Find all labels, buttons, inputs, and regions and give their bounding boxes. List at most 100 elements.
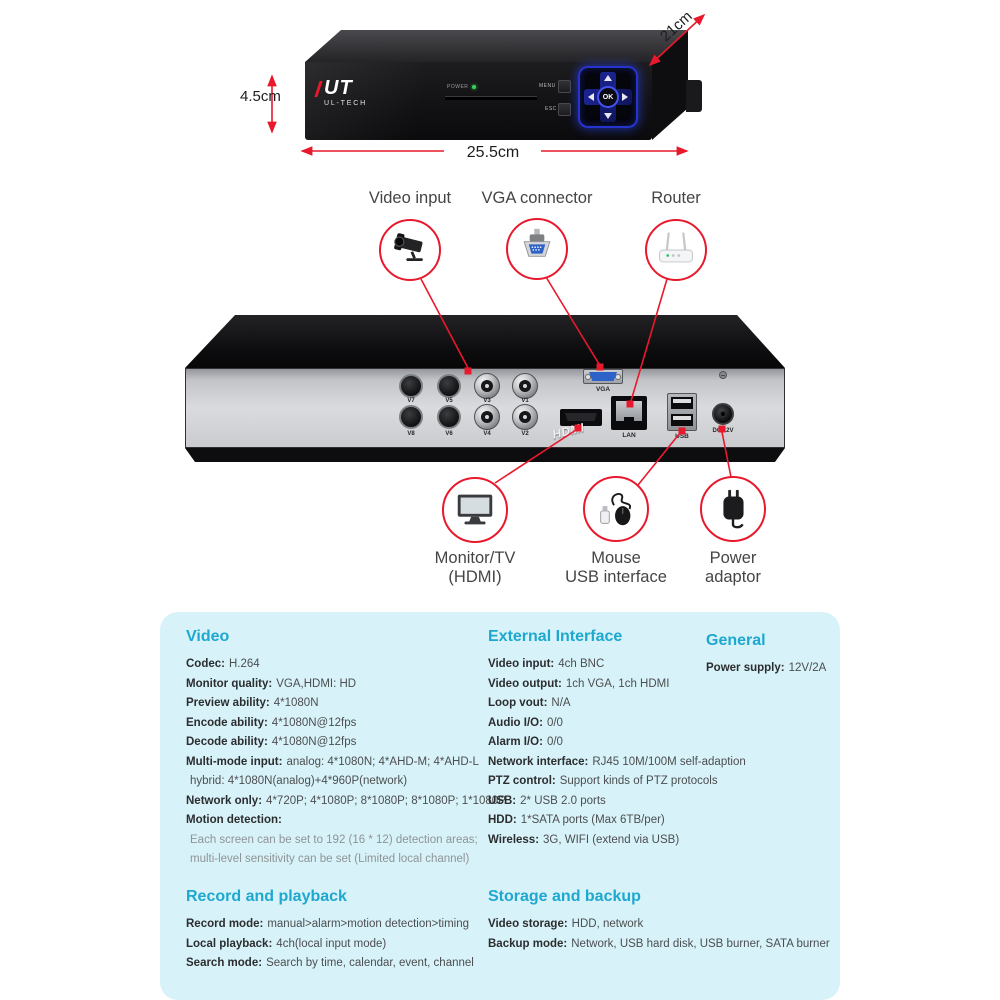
usb-slot — [671, 414, 693, 426]
spec-row: Video output:1ch VGA, 1ch HDMI — [488, 675, 788, 695]
vga-port-face — [589, 372, 617, 381]
bnc-label: V6 — [445, 431, 453, 437]
spec-section-title: External Interface — [488, 628, 623, 645]
spec-row: HDD:1*SATA ports (Max 6TB/per) — [488, 811, 788, 831]
spec-section-title: Storage and backup — [488, 888, 641, 905]
callout-circle-monitor — [442, 477, 508, 543]
bnc-hole — [437, 405, 461, 429]
dpad-up-arrow-icon — [604, 75, 612, 81]
dvr-front-top-face — [305, 30, 688, 62]
spec-value: hybrid: 4*1080N(analog)+4*960P(network) — [190, 775, 408, 787]
spec-value: 4*720P; 4*1080P; 8*1080P; 8*1080P; 1*108… — [266, 794, 506, 807]
spec-value: 1ch VGA, 1ch HDMI — [565, 677, 670, 690]
mouse-icon — [600, 493, 632, 526]
callout-label-line1: Monitor/TV — [434, 549, 516, 567]
bnc-label: V7 — [407, 398, 415, 404]
spec-value: RJ45 10M/100M self-adaption — [592, 755, 746, 768]
spec-section-storage-backup: Storage and backup Video storage:HDD, ne… — [488, 888, 836, 954]
spec-value: Each screen can be set to 192 (16 * 12) … — [190, 833, 478, 846]
spec-label: Audio I/O: — [488, 716, 543, 729]
dpad-down-arrow-icon — [604, 113, 612, 119]
brand-subname: UL-TECH — [324, 100, 367, 107]
spec-value: 12V/2A — [788, 662, 827, 674]
spec-row: hybrid: 4*1080N(analog)+4*960P(network) — [186, 772, 486, 792]
power-led — [472, 85, 476, 89]
spec-value: N/A — [551, 697, 571, 709]
spec-row: Each screen can be set to 192 (16 * 12) … — [186, 831, 486, 851]
usb-port-label: USB — [675, 433, 689, 440]
spec-value: VGA,HDMI: HD — [276, 677, 357, 690]
vga-port-label: VGA — [595, 386, 611, 393]
spec-row: Network interface:RJ45 10M/100M self-ada… — [488, 753, 788, 773]
callout-label-router: Router — [651, 189, 701, 207]
front-vent-slot — [445, 96, 537, 100]
vga-connector-icon — [523, 228, 551, 257]
callout-label-video-input: Video input — [368, 189, 452, 207]
spec-label: Video input: — [488, 658, 555, 670]
spec-row: Audio I/O:0/0 — [488, 714, 788, 734]
bnc-hole — [437, 374, 461, 398]
dc-power-jack — [712, 403, 734, 425]
bnc-hole — [399, 374, 423, 398]
spec-label: USB: — [488, 794, 517, 807]
width-dimension: 25.5cm — [466, 144, 520, 161]
callout-circle-power-adaptor — [700, 476, 766, 542]
spec-value: 4*1080N@12fps — [271, 716, 357, 729]
spec-row: PTZ control:Support kinds of PTZ protoco… — [488, 772, 788, 792]
menu-button-label: MENU — [539, 83, 556, 89]
spec-value: Network, USB hard disk, USB burner, SATA… — [571, 937, 830, 950]
spec-row: Wireless:3G, WIFI (extend via USB) — [488, 831, 788, 851]
bnc-connector — [474, 373, 500, 399]
dvr-back-top-face — [185, 315, 785, 368]
spec-section-title: General — [706, 632, 766, 649]
spec-section-external-interface: External Interface Video input:4ch BNC V… — [488, 628, 788, 850]
spec-value: 4*1080N — [273, 697, 319, 709]
callout-label-power-adaptor: Power adaptor — [673, 549, 793, 587]
spec-label: Wireless: — [488, 833, 540, 846]
router-icon — [659, 232, 693, 263]
dc-power-label: DC 12V — [712, 428, 734, 434]
spec-label: Alarm I/O: — [488, 736, 543, 748]
hdmi-port — [560, 409, 602, 426]
callout-label-line1: Mouse — [591, 549, 641, 567]
lan-port — [611, 396, 647, 430]
spec-row: Loop vout:N/A — [488, 694, 788, 714]
spec-section-title: Record and playback — [186, 888, 347, 905]
spec-row: Multi-mode input:analog: 4*1080N; 4*AHD-… — [186, 753, 486, 773]
esc-button-label: ESC — [545, 106, 557, 112]
spec-row: Video storage:HDD, network — [488, 915, 836, 935]
callout-circle-router — [645, 219, 707, 281]
spec-value: manual>alarm>motion detection>timing — [267, 918, 470, 930]
bnc-label: V1 — [521, 398, 529, 404]
ok-button: OK — [597, 86, 619, 108]
bnc-label: V3 — [483, 398, 491, 404]
spec-value: 3G, WIFI (extend via USB) — [543, 833, 680, 846]
bnc-label: V2 — [521, 431, 529, 437]
spec-row: Record mode:manual>alarm>motion detectio… — [186, 915, 496, 935]
dpad-left-arrow-icon — [588, 93, 594, 101]
spec-label: Network only: — [186, 794, 263, 807]
spec-label: Motion detection: — [186, 814, 282, 826]
callout-label-line2: adaptor — [705, 568, 761, 586]
spec-value: 1*SATA ports (Max 6TB/per) — [520, 814, 665, 826]
screw-hole — [719, 371, 727, 379]
height-dimension: 4.5cm — [240, 88, 281, 105]
spec-label: Preview ability: — [186, 697, 270, 709]
spec-label: Video output: — [488, 677, 562, 690]
spec-label: Video storage: — [488, 918, 568, 930]
spec-row: Codec:H.264 — [186, 655, 486, 675]
navigation-dpad: OK — [578, 66, 638, 128]
spec-section-record-playback: Record and playback Record mode:manual>a… — [186, 888, 496, 974]
spec-label: Record mode: — [186, 918, 264, 930]
spec-label: PTZ control: — [488, 775, 556, 787]
spec-row: Encode ability:4*1080N@12fps — [186, 714, 486, 734]
spec-row: Preview ability:4*1080N — [186, 694, 486, 714]
spec-label: Network interface: — [488, 755, 589, 768]
dvr-back-bottom-edge — [185, 448, 785, 462]
spec-value: multi-level sensitivity can be set (Limi… — [190, 853, 470, 865]
spec-label: Search mode: — [186, 957, 263, 969]
callout-label-monitor: Monitor/TV (HDMI) — [405, 549, 545, 587]
usb-ports — [667, 393, 697, 431]
dvr-mounting-ear — [686, 80, 702, 112]
